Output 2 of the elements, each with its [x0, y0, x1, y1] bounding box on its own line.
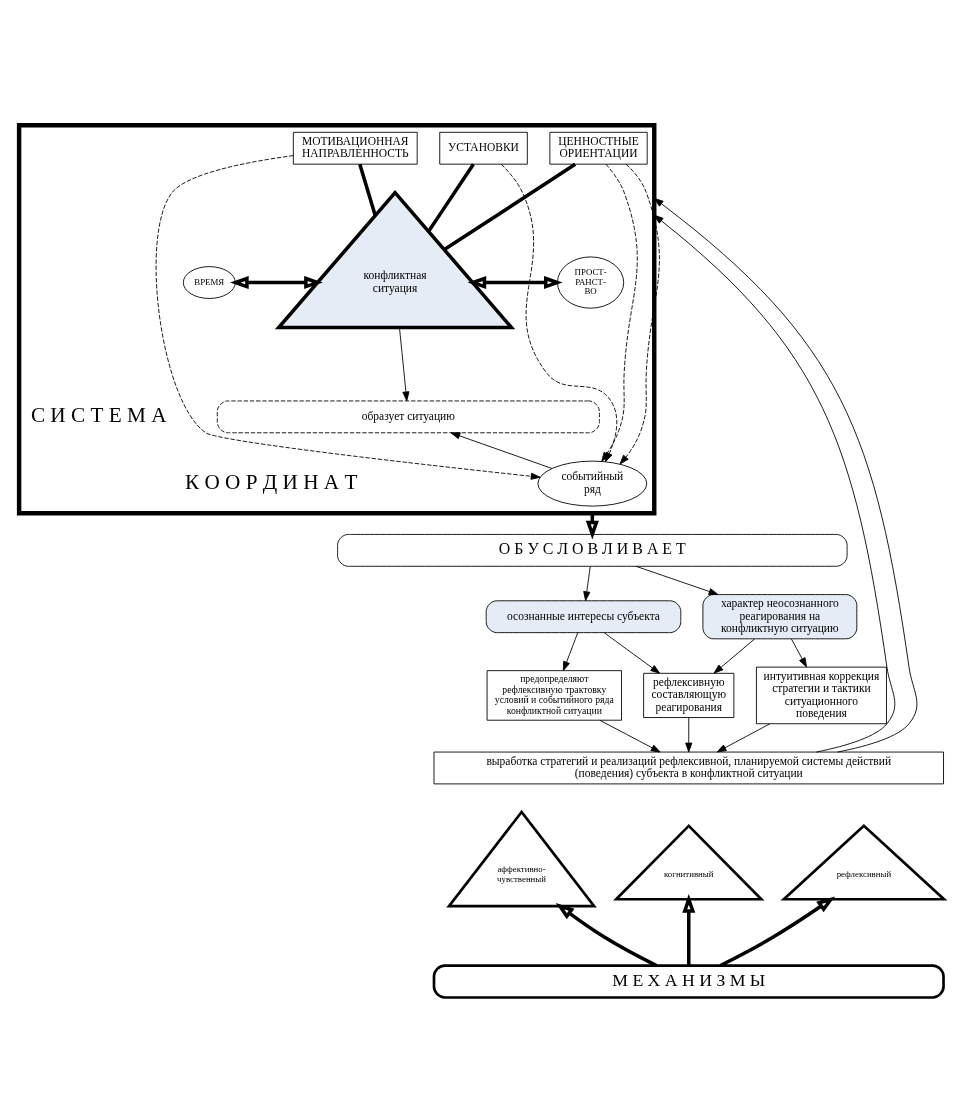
- label: С И С Т Е М А: [30, 403, 167, 428]
- label: К О О Р Д И Н А Т: [184, 470, 358, 495]
